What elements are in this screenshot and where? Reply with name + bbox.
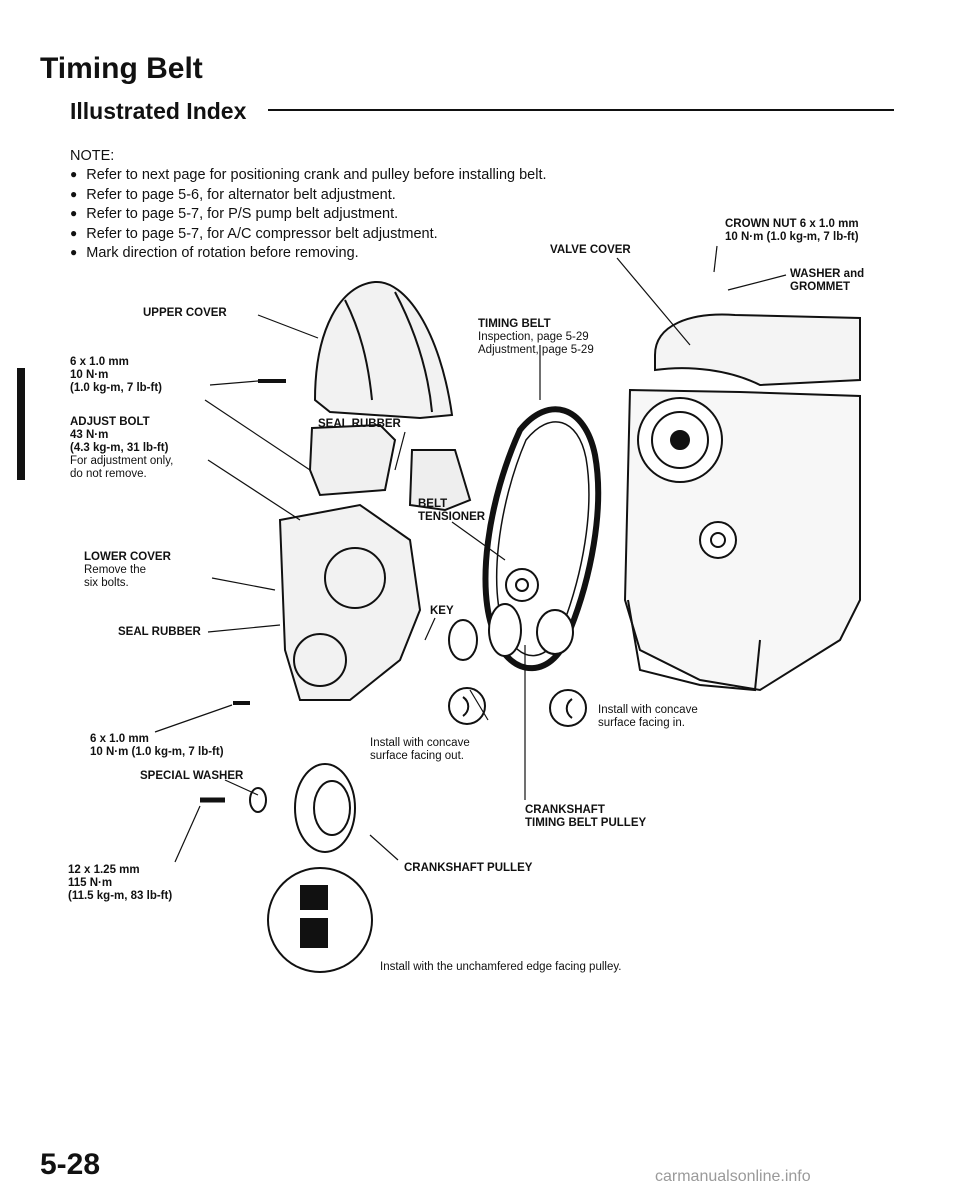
note-heading: NOTE: xyxy=(70,148,115,164)
label-valve-cover: VALVE COVER xyxy=(550,244,631,256)
label-unchamfered-edge: Install with the unchamfered edge facing… xyxy=(380,961,622,973)
note-item: Refer to next page for positioning crank… xyxy=(70,166,546,186)
label-bolt-6x1-top: 6 x 1.0 mm 10 N·m (1.0 kg-m, 7 lb-ft) xyxy=(70,356,163,394)
oil-pan-shape xyxy=(627,599,761,692)
source-watermark: carmanualsonline.info xyxy=(655,1168,811,1185)
note-item: Refer to page 5-7, for A/C compressor be… xyxy=(70,225,547,245)
tensioner-pulley xyxy=(505,568,539,602)
label-bolt-6x1-bottom: 6 x 1.0 mm 10 N·m (1.0 kg-m, 7 lb-ft) xyxy=(90,733,224,758)
leader-crank-pulley xyxy=(369,834,399,861)
water-pump-pulley xyxy=(699,521,737,559)
leader-washer xyxy=(727,274,787,291)
crankshaft-pulley xyxy=(294,763,356,853)
leader-bolt-12 xyxy=(174,805,201,863)
label-seal-rubber-top: SEAL RUBBER xyxy=(318,418,401,430)
label-bolt-12x125: 12 x 1.25 mm 115 N·m (11.5 kg-m, 83 lb-f… xyxy=(68,864,173,902)
leader-lower-cover xyxy=(211,577,276,591)
label-adjust-bolt: ADJUST BOLT 43 N·m (4.3 kg-m, 31 lb-ft) … xyxy=(70,416,174,480)
page-title: Timing Belt xyxy=(40,52,203,85)
label-seal-rubber-bottom: SEAL RUBBER xyxy=(118,626,201,638)
leader-bolt-bottom xyxy=(154,704,233,733)
label-install-concave-out: Install with concave surface facing out. xyxy=(370,737,470,762)
page-number: 5-28 xyxy=(40,1148,101,1181)
section-subtitle: Illustrated Index xyxy=(70,98,247,124)
leader-seal-rubber-top xyxy=(394,431,406,471)
washer-concave-out-detail xyxy=(448,687,486,725)
label-crown-nut: CROWN NUT 6 x 1.0 mm 10 N·m (1.0 kg-m, 7… xyxy=(725,218,859,243)
tensioner-bracket xyxy=(408,449,472,512)
label-install-concave-in: Install with concave surface facing in. xyxy=(598,704,698,729)
leader-install-out xyxy=(469,689,489,721)
label-washer-grommet: WASHER and GROMMET xyxy=(790,268,865,293)
leader-special-washer xyxy=(224,779,259,796)
label-special-washer: SPECIAL WASHER xyxy=(140,770,244,782)
valve-cover-shape xyxy=(654,313,861,387)
note-list: Refer to next page for positioning crank… xyxy=(70,166,547,264)
label-key: KEY xyxy=(430,605,454,617)
leader-adjust-bolt xyxy=(204,399,311,471)
leader-upper-cover xyxy=(257,314,319,339)
leader-belt-tensioner xyxy=(451,521,506,561)
note-item: Refer to page 5-6, for alternator belt a… xyxy=(70,186,547,206)
leader-bolt-top xyxy=(209,380,259,386)
label-crank-timing-pulley: CRANKSHAFT TIMING BELT PULLEY xyxy=(525,804,647,829)
leader-seal-rubber-bottom xyxy=(207,624,281,633)
timing-belt-loop xyxy=(482,406,602,672)
label-timing-belt: TIMING BELT Inspection, page 5-29 Adjust… xyxy=(478,318,594,356)
lower-cover-shape xyxy=(278,503,422,701)
crank-timing-belt-pulley xyxy=(488,603,522,657)
leader-crown-nut xyxy=(713,245,718,273)
seal-rubber-strip xyxy=(308,423,397,497)
washer-concave-in-detail xyxy=(549,689,587,727)
leader-valve-cover xyxy=(616,257,691,346)
leader-adjust-bolt-2 xyxy=(207,459,301,521)
label-belt-tensioner: BELT TENSIONER xyxy=(418,498,486,523)
upper-cover-shape xyxy=(313,280,454,420)
note-item: Mark direction of rotation before removi… xyxy=(70,244,547,264)
leader-key xyxy=(424,617,436,641)
header-rule xyxy=(268,109,894,111)
label-crankshaft-pulley: CRANKSHAFT PULLEY xyxy=(404,862,533,874)
label-lower-cover: LOWER COVER Remove the six bolts. xyxy=(84,551,171,589)
note-item: Refer to page 5-7, for P/S pump belt adj… xyxy=(70,205,547,225)
label-upper-cover: UPPER COVER xyxy=(143,307,227,319)
section-tab-bar xyxy=(17,368,25,480)
